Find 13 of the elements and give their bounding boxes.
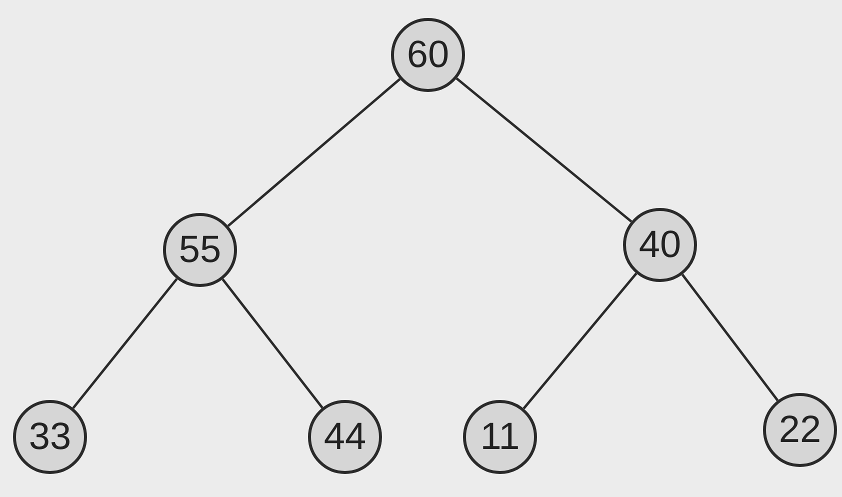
connector-line (456, 77, 632, 223)
connector-line (227, 78, 401, 227)
node-value: 60 (406, 36, 450, 74)
connector-line (522, 272, 638, 410)
connector-line (222, 278, 324, 409)
node-value: 44 (324, 418, 366, 456)
connector-line (681, 274, 779, 402)
node-value: 55 (178, 231, 222, 269)
node-value: 40 (638, 226, 682, 264)
node-value: 22 (778, 411, 822, 449)
connector-line (72, 278, 178, 409)
node-value: 11 (480, 418, 520, 456)
node-value: 33 (28, 418, 72, 456)
